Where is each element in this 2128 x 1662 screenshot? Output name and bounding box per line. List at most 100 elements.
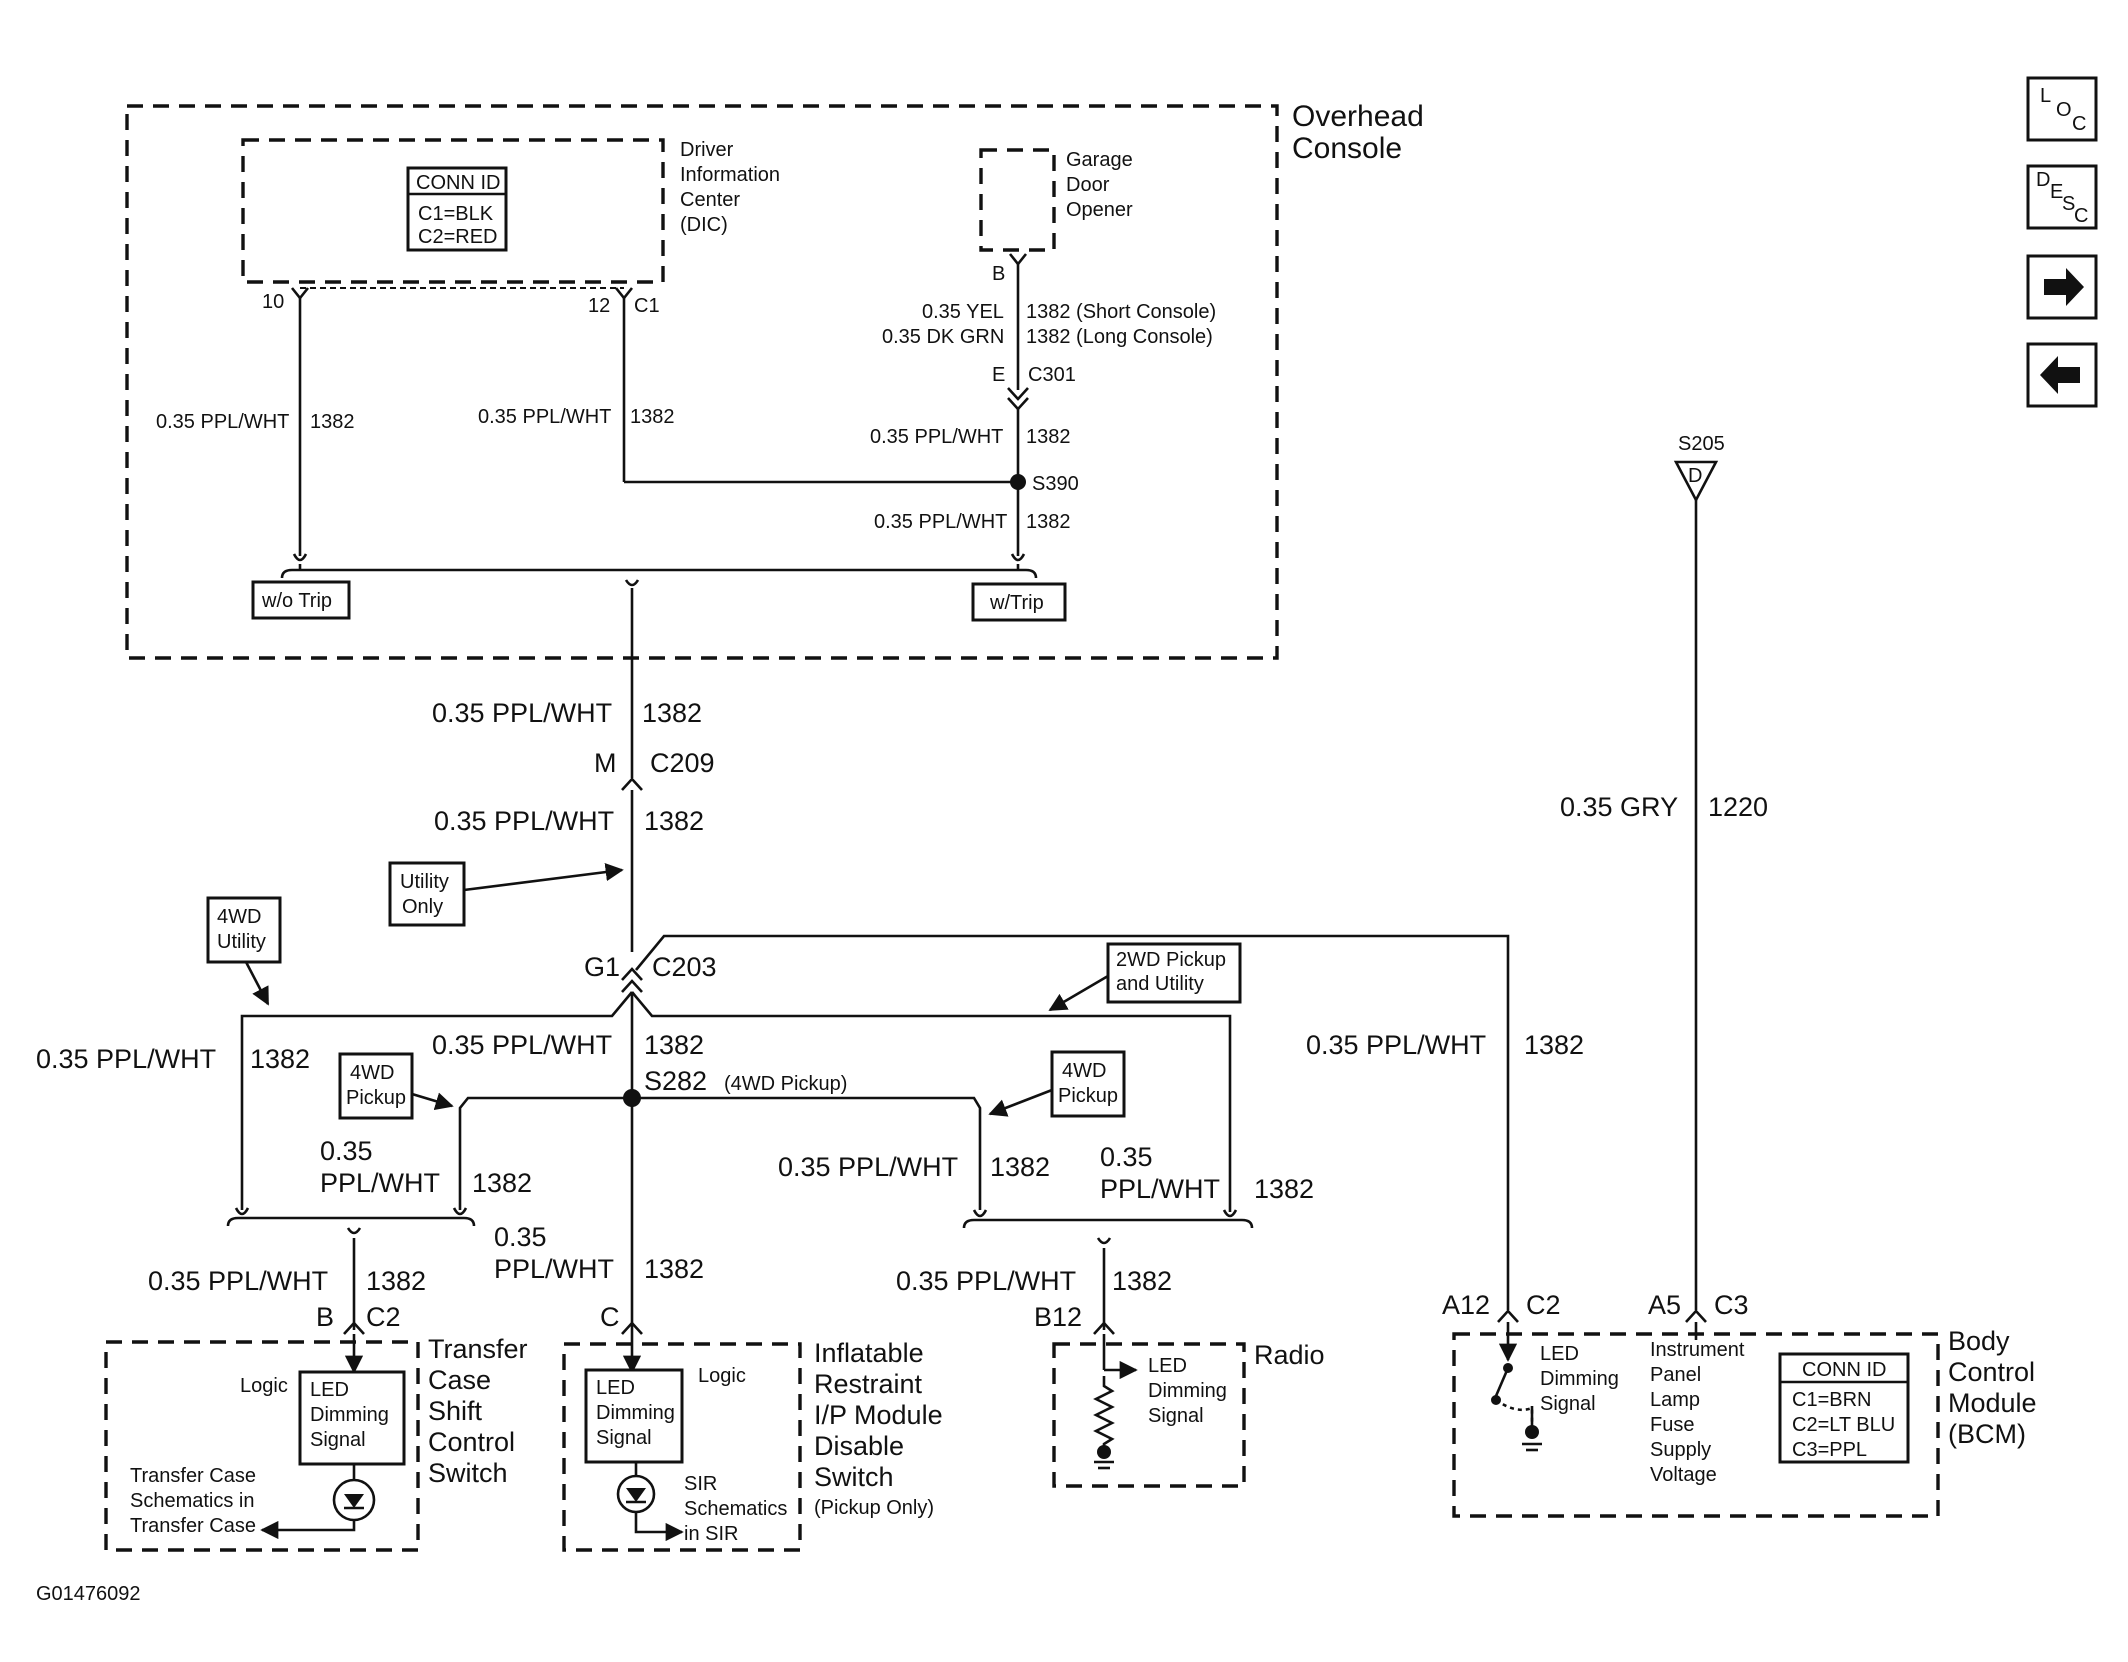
overhead-dic-l4-label: (DIC) xyxy=(680,214,728,236)
overhead-pin10-label: 10 xyxy=(262,291,284,313)
trunk-p4wd-l-l2-label: Pickup xyxy=(346,1087,406,1109)
overhead-title1-label: Overhead xyxy=(1292,100,1424,133)
trunk-c209-label: C209 xyxy=(650,748,715,778)
trunk-c-fl-label: 1382 xyxy=(250,1044,310,1074)
overhead-c1-label: C1 xyxy=(634,295,660,317)
inflatable-led-l3-label: Signal xyxy=(596,1427,652,1449)
bcm-led-l1-label: LED xyxy=(1540,1343,1579,1365)
bcm-t4-label: (BCM) xyxy=(1948,1419,2026,1449)
garage-door-opener: Garage Door Opener xyxy=(979,148,1133,252)
bcm-a12-label: A12 xyxy=(1442,1290,1490,1320)
overhead-conn-title-label: CONN ID xyxy=(416,172,500,194)
radio-led-l1-label: LED xyxy=(1148,1355,1187,1377)
main-harness: 0.35 PPL/WHT 1382 M C209 0.35 PPL/WHT 13… xyxy=(36,588,1510,1334)
bcm-w-ppl-label: 0.35 PPL/WHT xyxy=(1306,1030,1486,1060)
trunk-c-rad-label: 1382 xyxy=(1112,1266,1172,1296)
dic-connector-id-table: CONN ID C1=BLK C2=RED xyxy=(406,166,508,252)
trunk-p4wd-r-l1-label: 4WD xyxy=(1062,1060,1106,1082)
note-2wd-pickup-utility: 2WD Pickup and Utility xyxy=(1106,942,1242,1004)
overhead-pin12-label: 12 xyxy=(588,295,610,317)
nav-desc-l3-label: S xyxy=(2062,193,2075,215)
transfer-led-l3-label: Signal xyxy=(310,1429,366,1451)
bcm-d-label: D xyxy=(1688,465,1702,487)
transfer-led-l1-label: LED xyxy=(310,1379,349,1401)
overhead-pin-b-label: B xyxy=(992,263,1005,285)
trunk-s282-label: S282 xyxy=(644,1066,707,1096)
bcm-led-l2-label: Dimming xyxy=(1540,1368,1619,1390)
transfer-c2-label: C2 xyxy=(366,1302,401,1332)
transfer-pin-b-label: B xyxy=(316,1302,334,1332)
loc-button[interactable]: L O C xyxy=(2026,76,2098,142)
overhead-gdo-l3-label: Opener xyxy=(1066,199,1133,221)
transfer-t5-label: Switch xyxy=(428,1458,508,1488)
arrow-right-icon xyxy=(2044,268,2084,306)
trunk-u4wd-l1-label: 4WD xyxy=(217,906,261,928)
bcm-t3-label: Module xyxy=(1948,1388,2037,1418)
trunk-c2-label: 1382 xyxy=(644,806,704,836)
inflatable-restraint-ip-module-disable-switch: C Logic LED Dimming Signal SIR Schematic… xyxy=(562,1302,943,1552)
driver-information-center: Driver Information Center (DIC) CONN ID … xyxy=(241,138,780,284)
trunk-w-rr1-label: 0.35 xyxy=(1100,1142,1153,1172)
overhead-conn-c2-label: C2=RED xyxy=(418,226,497,248)
radio-led-l3-label: Signal xyxy=(1148,1405,1204,1427)
overhead-c-r1-label: 1382 xyxy=(1026,426,1071,448)
nav-loc-l3-label: C xyxy=(2072,113,2086,135)
body-control-module: S205 D 0.35 GRY 1220 0.35 PPL/WHT 1382 A… xyxy=(1306,433,2037,1518)
note-4wd-utility: 4WD Utility xyxy=(206,896,282,964)
overhead-conn-c1-label: C1=BLK xyxy=(418,203,494,225)
overhead-w-r2-label: 0.35 PPL/WHT xyxy=(874,511,1007,533)
splice-s282 xyxy=(623,1089,641,1107)
bcm-ip-l2-label: Panel xyxy=(1650,1364,1701,1386)
inflatable-t3-label: I/P Module xyxy=(814,1400,943,1430)
overhead-title2-label: Console xyxy=(1292,132,1402,165)
trunk-w-ll1-label: 0.35 xyxy=(320,1136,373,1166)
overhead-dic-l3-label: Center xyxy=(680,189,740,211)
bcm-conn-c1-label: C1=BRN xyxy=(1792,1389,1871,1411)
trunk-g1-label: G1 xyxy=(584,952,620,982)
overhead-c301-label: C301 xyxy=(1028,364,1076,386)
trunk-c-rr-label: 1382 xyxy=(1254,1174,1314,1204)
note-4wd-pickup-left: 4WD Pickup xyxy=(338,1052,414,1120)
overhead-yel-label: 0.35 YEL xyxy=(922,301,1004,323)
overhead-w-r1-label: 0.35 PPL/WHT xyxy=(870,426,1003,448)
trunk-p4wd-l-l1-label: 4WD xyxy=(350,1062,394,1084)
bcm-c2-label: C2 xyxy=(1526,1290,1561,1320)
bcm-t2-label: Control xyxy=(1948,1357,2035,1387)
overhead-pin-e-label: E xyxy=(992,364,1005,386)
next-page-button[interactable] xyxy=(2026,254,2098,320)
trunk-c3-label: 1382 xyxy=(644,1030,704,1060)
overhead-wo-trip-label: w/o Trip xyxy=(261,590,332,612)
note-utility-only: Utility Only xyxy=(388,861,466,927)
resistor-icon xyxy=(1093,1376,1115,1446)
bcm-ip-l4-label: Fuse xyxy=(1650,1414,1694,1436)
trunk-w-rad-label: 0.35 PPL/WHT xyxy=(896,1266,1076,1296)
radio-pin-label: B12 xyxy=(1034,1302,1082,1332)
overhead-c-r2-label: 1382 xyxy=(1026,511,1071,533)
trunk-w-c1-label: 0.35 xyxy=(494,1222,547,1252)
transfer-n2-label: Schematics in xyxy=(130,1490,255,1512)
bcm-conn-c2-label: C2=LT BLU xyxy=(1792,1414,1895,1436)
desc-button[interactable]: D E S C xyxy=(2026,164,2098,230)
splice-pack-icon xyxy=(1673,460,1719,503)
inflatable-logic-label: Logic xyxy=(698,1365,746,1387)
previous-page-button[interactable] xyxy=(2026,342,2098,408)
overhead-c-left-label: 1382 xyxy=(310,411,355,433)
trunk-w3-label: 0.35 PPL/WHT xyxy=(432,1030,612,1060)
nav-loc-l1-label: L xyxy=(2040,85,2051,107)
nav-desc-l1-label: D xyxy=(2036,169,2050,191)
overhead-w-trip-label: w/Trip xyxy=(989,592,1044,614)
bcm-c-ppl-label: 1382 xyxy=(1524,1030,1584,1060)
inflatable-t4-label: Disable xyxy=(814,1431,904,1461)
bcm-conn-title-label: CONN ID xyxy=(1802,1359,1886,1381)
trunk-p2wd-l2-label: and Utility xyxy=(1116,973,1204,995)
nav-desc-l2-label: E xyxy=(2050,181,2063,203)
inflatable-n3-label: in SIR xyxy=(684,1523,738,1545)
radio-led-l2-label: Dimming xyxy=(1148,1380,1227,1402)
transfer-t1-label: Transfer xyxy=(428,1334,528,1364)
nav-loc-l2-label: O xyxy=(2056,99,2072,121)
trunk-c1-label: 1382 xyxy=(642,698,702,728)
overhead-c-mid-label: 1382 xyxy=(630,406,675,428)
bcm-c-gry-label: 1220 xyxy=(1708,792,1768,822)
transfer-n3-label: Transfer Case xyxy=(130,1515,256,1537)
trunk-p4wd-r-l2-label: Pickup xyxy=(1058,1085,1118,1107)
